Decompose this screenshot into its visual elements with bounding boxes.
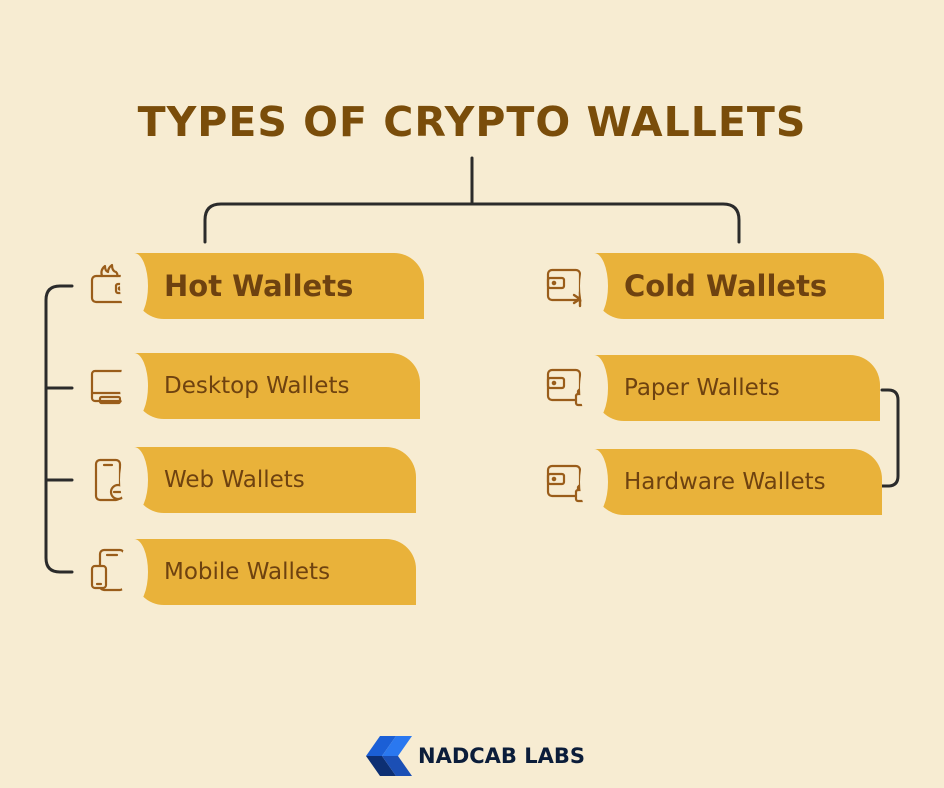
branch-bracket-line (203, 202, 741, 244)
cold-bracket-line (880, 388, 900, 488)
brand-name: NADCAB LABS (418, 744, 586, 768)
brand-logo: NADCAB LABS (364, 734, 585, 778)
hot-bracket-line (44, 284, 74, 574)
hardware-wallets-label: Hardware Wallets (624, 469, 826, 495)
mobile-wallets-label: Mobile Wallets (164, 559, 331, 585)
paper-wallets-label: Paper Wallets (624, 375, 780, 401)
mobile-wallets-node: Mobile Wallets (120, 539, 416, 605)
hot-wallets-label: Hot Wallets (164, 269, 354, 303)
cold-wallets-label: Cold Wallets (624, 269, 828, 303)
desktop-wallets-label: Desktop Wallets (164, 373, 350, 399)
nadcab-logo-icon (366, 736, 412, 776)
cold-wallets-node: Cold Wallets (580, 253, 884, 319)
hot-wallets-node: Hot Wallets (120, 253, 424, 319)
hardware-wallets-node: Hardware Wallets (580, 449, 882, 515)
page-title: TYPES OF CRYPTO WALLETS (137, 98, 807, 146)
paper-wallets-node: Paper Wallets (580, 355, 880, 421)
desktop-wallets-node: Desktop Wallets (120, 353, 420, 419)
web-wallets-label: Web Wallets (164, 467, 305, 493)
web-wallets-node: Web Wallets (120, 447, 416, 513)
